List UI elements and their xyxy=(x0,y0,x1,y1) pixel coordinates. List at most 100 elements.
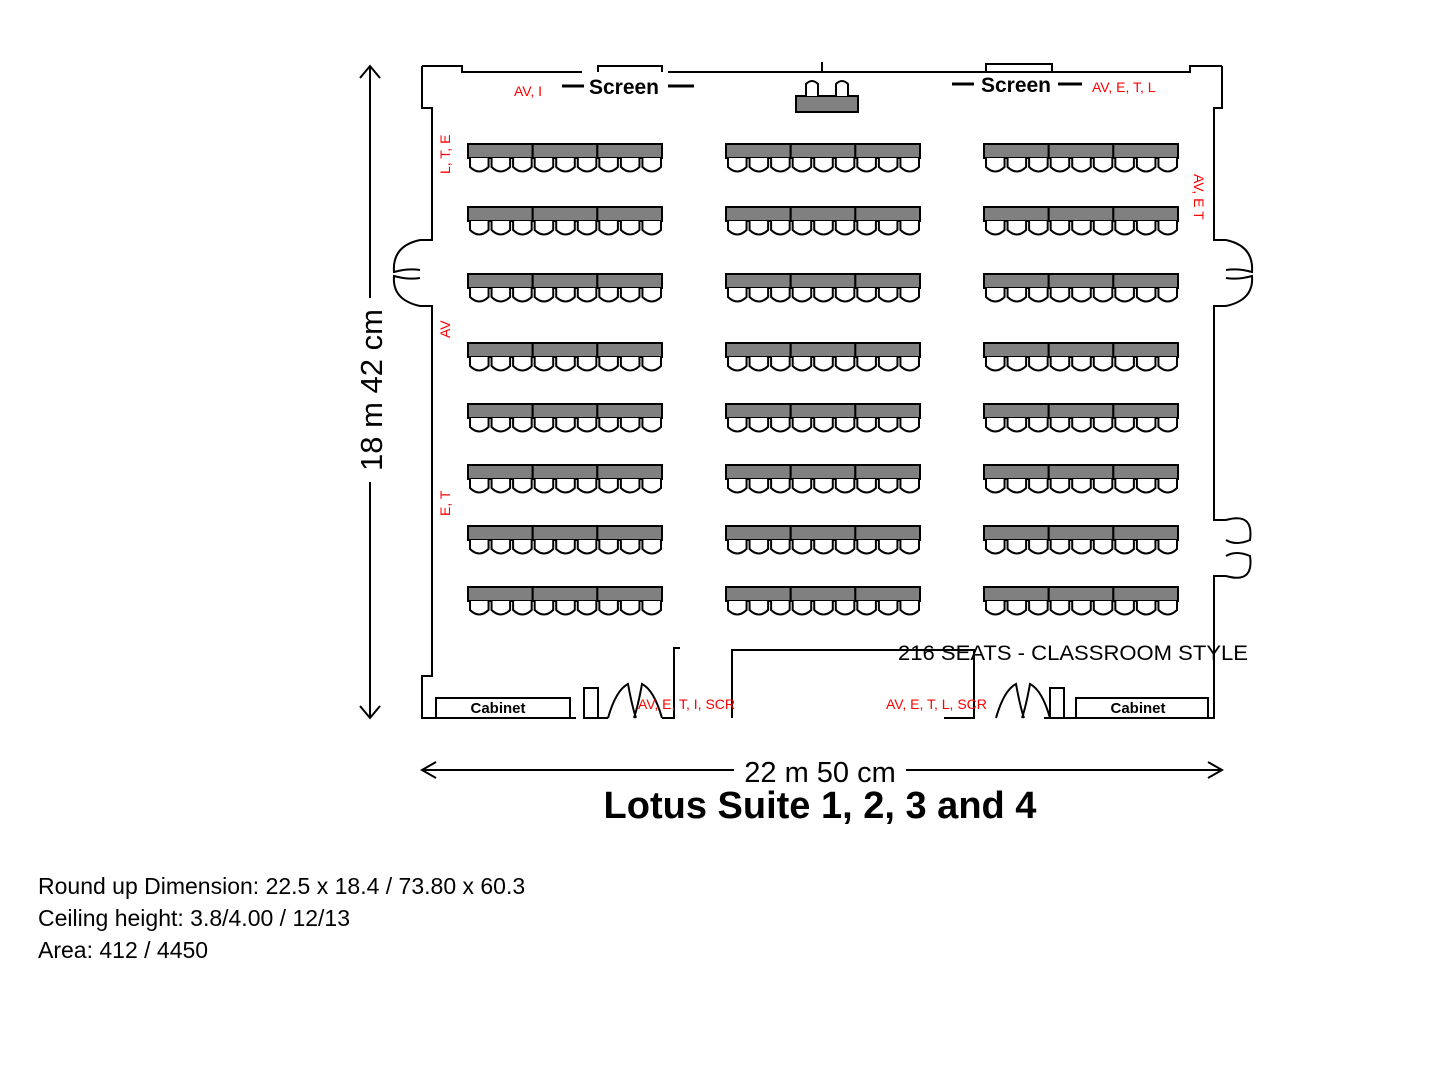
table xyxy=(1112,403,1180,419)
chair xyxy=(490,540,512,555)
diagram-title: Lotus Suite 1, 2, 3 and 4 xyxy=(604,785,1037,827)
chair xyxy=(727,288,748,303)
chair xyxy=(469,357,490,372)
chair xyxy=(555,540,576,555)
screen-label-right: Screen xyxy=(981,74,1051,97)
info-area: Area: 412 / 4450 xyxy=(38,937,209,963)
chair xyxy=(490,221,512,236)
chair xyxy=(469,158,490,173)
chair xyxy=(1114,540,1135,555)
table xyxy=(789,403,857,419)
seating-row xyxy=(467,342,663,372)
chair xyxy=(1028,357,1049,372)
chair xyxy=(555,418,576,433)
chair xyxy=(899,601,920,616)
table xyxy=(596,464,663,480)
table xyxy=(789,143,857,159)
chair xyxy=(1114,221,1135,236)
table xyxy=(596,143,663,159)
chair xyxy=(770,288,791,303)
cabinet-label-right: Cabinet xyxy=(1110,700,1165,717)
table xyxy=(789,206,857,222)
chair xyxy=(1092,418,1114,433)
chair xyxy=(1028,479,1049,494)
dimension-arrows xyxy=(359,64,1225,779)
seating-row xyxy=(983,206,1180,236)
chair xyxy=(1071,601,1092,616)
chair xyxy=(1071,288,1092,303)
chair xyxy=(1092,479,1114,494)
chair xyxy=(985,288,1006,303)
chair xyxy=(469,601,490,616)
chair xyxy=(856,601,877,616)
chair xyxy=(1135,288,1157,303)
seating-row xyxy=(983,273,1180,303)
chair xyxy=(490,158,512,173)
outlet-label-left-top: L, T, E xyxy=(437,135,453,174)
chair xyxy=(533,357,555,372)
seating-row xyxy=(725,525,921,555)
table xyxy=(467,206,534,222)
chair xyxy=(598,418,619,433)
cabinet-label-left: Cabinet xyxy=(470,700,525,717)
chair xyxy=(469,540,490,555)
chair xyxy=(576,357,598,372)
table xyxy=(854,342,921,358)
seating-row xyxy=(983,342,1180,372)
chair xyxy=(834,479,856,494)
table xyxy=(467,273,534,289)
table xyxy=(725,464,792,480)
table xyxy=(1047,525,1115,541)
chair xyxy=(490,357,512,372)
chair xyxy=(490,418,512,433)
table xyxy=(596,403,663,419)
chair xyxy=(791,158,813,173)
chair xyxy=(576,601,598,616)
chair xyxy=(748,357,770,372)
table xyxy=(789,586,857,602)
outlet-label-top-right: AV, E, T, L xyxy=(1092,79,1156,95)
chair xyxy=(1028,418,1049,433)
outlet-label-top-left: AV, I xyxy=(514,83,542,99)
table xyxy=(467,464,534,480)
chair xyxy=(469,221,490,236)
table xyxy=(531,586,599,602)
table xyxy=(725,342,792,358)
chair xyxy=(641,418,662,433)
chair xyxy=(533,540,555,555)
seating-area xyxy=(467,143,1180,616)
chair xyxy=(1157,601,1178,616)
chair xyxy=(856,357,877,372)
table xyxy=(1112,143,1180,159)
table xyxy=(725,273,792,289)
chair xyxy=(1092,540,1114,555)
seating-row xyxy=(467,525,663,555)
chair xyxy=(1157,479,1178,494)
table xyxy=(854,525,921,541)
chair xyxy=(576,158,598,173)
chair xyxy=(490,288,512,303)
chair xyxy=(598,288,619,303)
chair xyxy=(748,221,770,236)
chair xyxy=(899,418,920,433)
outlet-label-left-low: E, T xyxy=(437,490,453,516)
chair xyxy=(619,221,641,236)
chair xyxy=(1114,288,1135,303)
chair xyxy=(555,221,576,236)
seating-row xyxy=(725,464,921,494)
chair xyxy=(533,288,555,303)
chair xyxy=(877,288,899,303)
seating-row xyxy=(725,342,921,372)
chair xyxy=(813,221,834,236)
chair xyxy=(899,221,920,236)
chair xyxy=(533,479,555,494)
chair xyxy=(641,158,662,173)
seating-row xyxy=(725,143,921,173)
chair xyxy=(791,418,813,433)
chair xyxy=(856,221,877,236)
chair xyxy=(985,158,1006,173)
chair xyxy=(1092,288,1114,303)
chair xyxy=(856,540,877,555)
chair xyxy=(619,357,641,372)
